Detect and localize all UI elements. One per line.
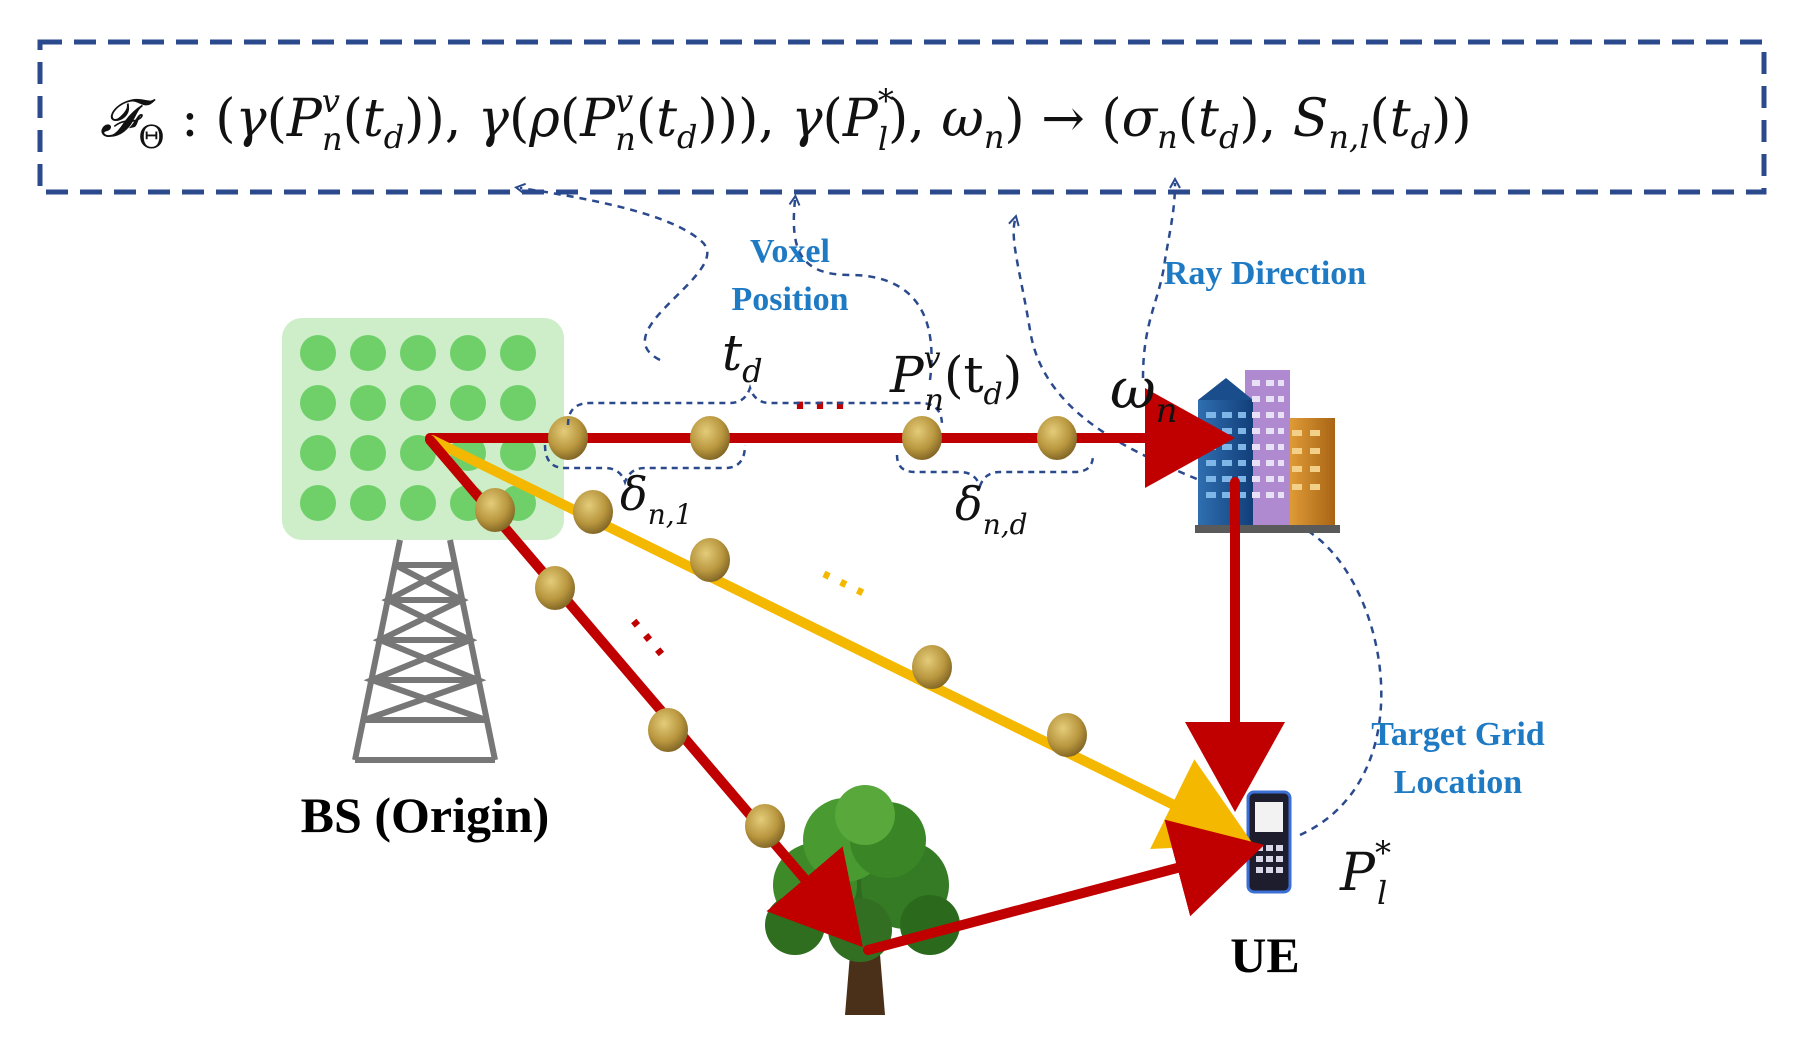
formula-colon: : bbox=[165, 89, 216, 149]
antenna-element bbox=[350, 435, 386, 471]
ray-direction-label: Ray Direction bbox=[1164, 255, 1366, 292]
ue-label: UE bbox=[1230, 927, 1299, 983]
voxel-sample-point bbox=[573, 490, 613, 534]
antenna-element bbox=[350, 385, 386, 421]
formula-lhs-sub: Θ bbox=[138, 118, 164, 156]
antenna-element bbox=[450, 385, 486, 421]
pointer-ray-to-formula bbox=[1141, 183, 1175, 379]
voxel-sample-point bbox=[548, 416, 588, 460]
voxel-sample-point bbox=[745, 804, 785, 848]
voxel-samples bbox=[475, 416, 1087, 848]
tree-icon bbox=[765, 785, 960, 1015]
label-omega: ωn bbox=[1110, 357, 1178, 431]
label-delta1: δn,1 bbox=[620, 467, 692, 531]
building-icon bbox=[1195, 370, 1340, 533]
voxel-sample-point bbox=[535, 566, 575, 610]
voxel-sample-point bbox=[902, 416, 942, 460]
antenna-element bbox=[500, 435, 536, 471]
ellipsis-yellow: ⋯ bbox=[804, 541, 883, 624]
voxel-position-label: Voxel bbox=[750, 233, 830, 270]
pointer-td-to-formula bbox=[520, 188, 709, 362]
antenna-element bbox=[400, 485, 436, 521]
antenna-element bbox=[500, 335, 536, 371]
ray-los-yellow bbox=[427, 435, 1253, 849]
voxel-sample-point bbox=[648, 708, 688, 752]
voxel-sample-point bbox=[475, 488, 515, 532]
target-grid-label: Target Grid bbox=[1371, 716, 1545, 753]
label-deltad: δn,d bbox=[955, 477, 1028, 541]
antenna-panel bbox=[282, 318, 564, 540]
label-td: td bbox=[722, 324, 763, 390]
antenna-element bbox=[500, 385, 536, 421]
antenna-element bbox=[300, 485, 336, 521]
antenna-element bbox=[400, 335, 436, 371]
voxel-sample-point bbox=[1047, 713, 1087, 757]
antenna-elements bbox=[300, 335, 536, 521]
brace-delta1 bbox=[543, 444, 747, 486]
antenna-element bbox=[350, 485, 386, 521]
antenna-element bbox=[400, 385, 436, 421]
antenna-element bbox=[300, 435, 336, 471]
ue-phone-icon bbox=[1246, 790, 1292, 894]
target-grid-label-2: Location bbox=[1394, 764, 1523, 801]
voxel-sample-point bbox=[912, 645, 952, 689]
antenna-element bbox=[350, 335, 386, 371]
voxel-sample-point bbox=[690, 416, 730, 460]
voxel-sample-point bbox=[1037, 416, 1077, 460]
antenna-element bbox=[300, 335, 336, 371]
antenna-element bbox=[300, 385, 336, 421]
tower-icon bbox=[352, 539, 498, 763]
brace-td bbox=[566, 384, 944, 426]
voxel-sample-point bbox=[690, 538, 730, 582]
brace-deltad bbox=[895, 454, 1095, 490]
formula-box bbox=[37, 39, 1767, 195]
pointer-voxel-to-formula bbox=[794, 200, 933, 381]
antenna-element bbox=[450, 335, 486, 371]
label-pl: P*l bbox=[1339, 834, 1391, 912]
bs-origin-label: BS (Origin) bbox=[301, 787, 550, 843]
voxel-position-label-2: Position bbox=[731, 281, 848, 318]
ray-tree-to-ue bbox=[863, 819, 1265, 955]
